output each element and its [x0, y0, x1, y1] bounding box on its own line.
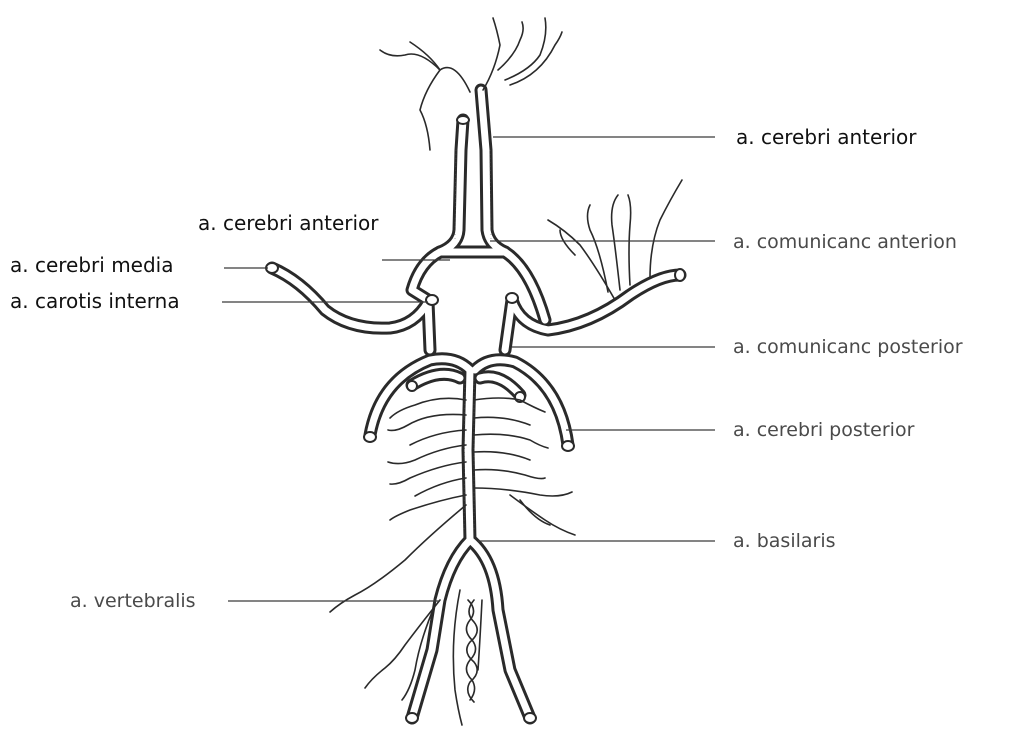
- label-cerebri-media: a. cerebri media: [10, 253, 174, 277]
- label-cerebri-posterior: a. cerebri posterior: [733, 419, 915, 441]
- pontine-branches: [388, 398, 575, 535]
- label-comunicanc-anterion: a. comunicanc anterion: [733, 231, 957, 253]
- label-vertebralis: a. vertebralis: [70, 590, 196, 612]
- label-cerebri-anterior-right: a. cerebri anterior: [736, 125, 917, 149]
- artery-drawing: [266, 18, 685, 725]
- vertebral-branches: [330, 505, 482, 725]
- label-carotis-interna: a. carotis interna: [10, 289, 180, 313]
- label-basilaris: a. basilaris: [733, 530, 836, 552]
- vessel-ends: [266, 116, 685, 723]
- label-comunicanc-posterior: a. comunicanc posterior: [733, 336, 963, 358]
- label-cerebri-anterior-left: a. cerebri anterior: [198, 211, 379, 235]
- anterior-branches: [380, 18, 562, 150]
